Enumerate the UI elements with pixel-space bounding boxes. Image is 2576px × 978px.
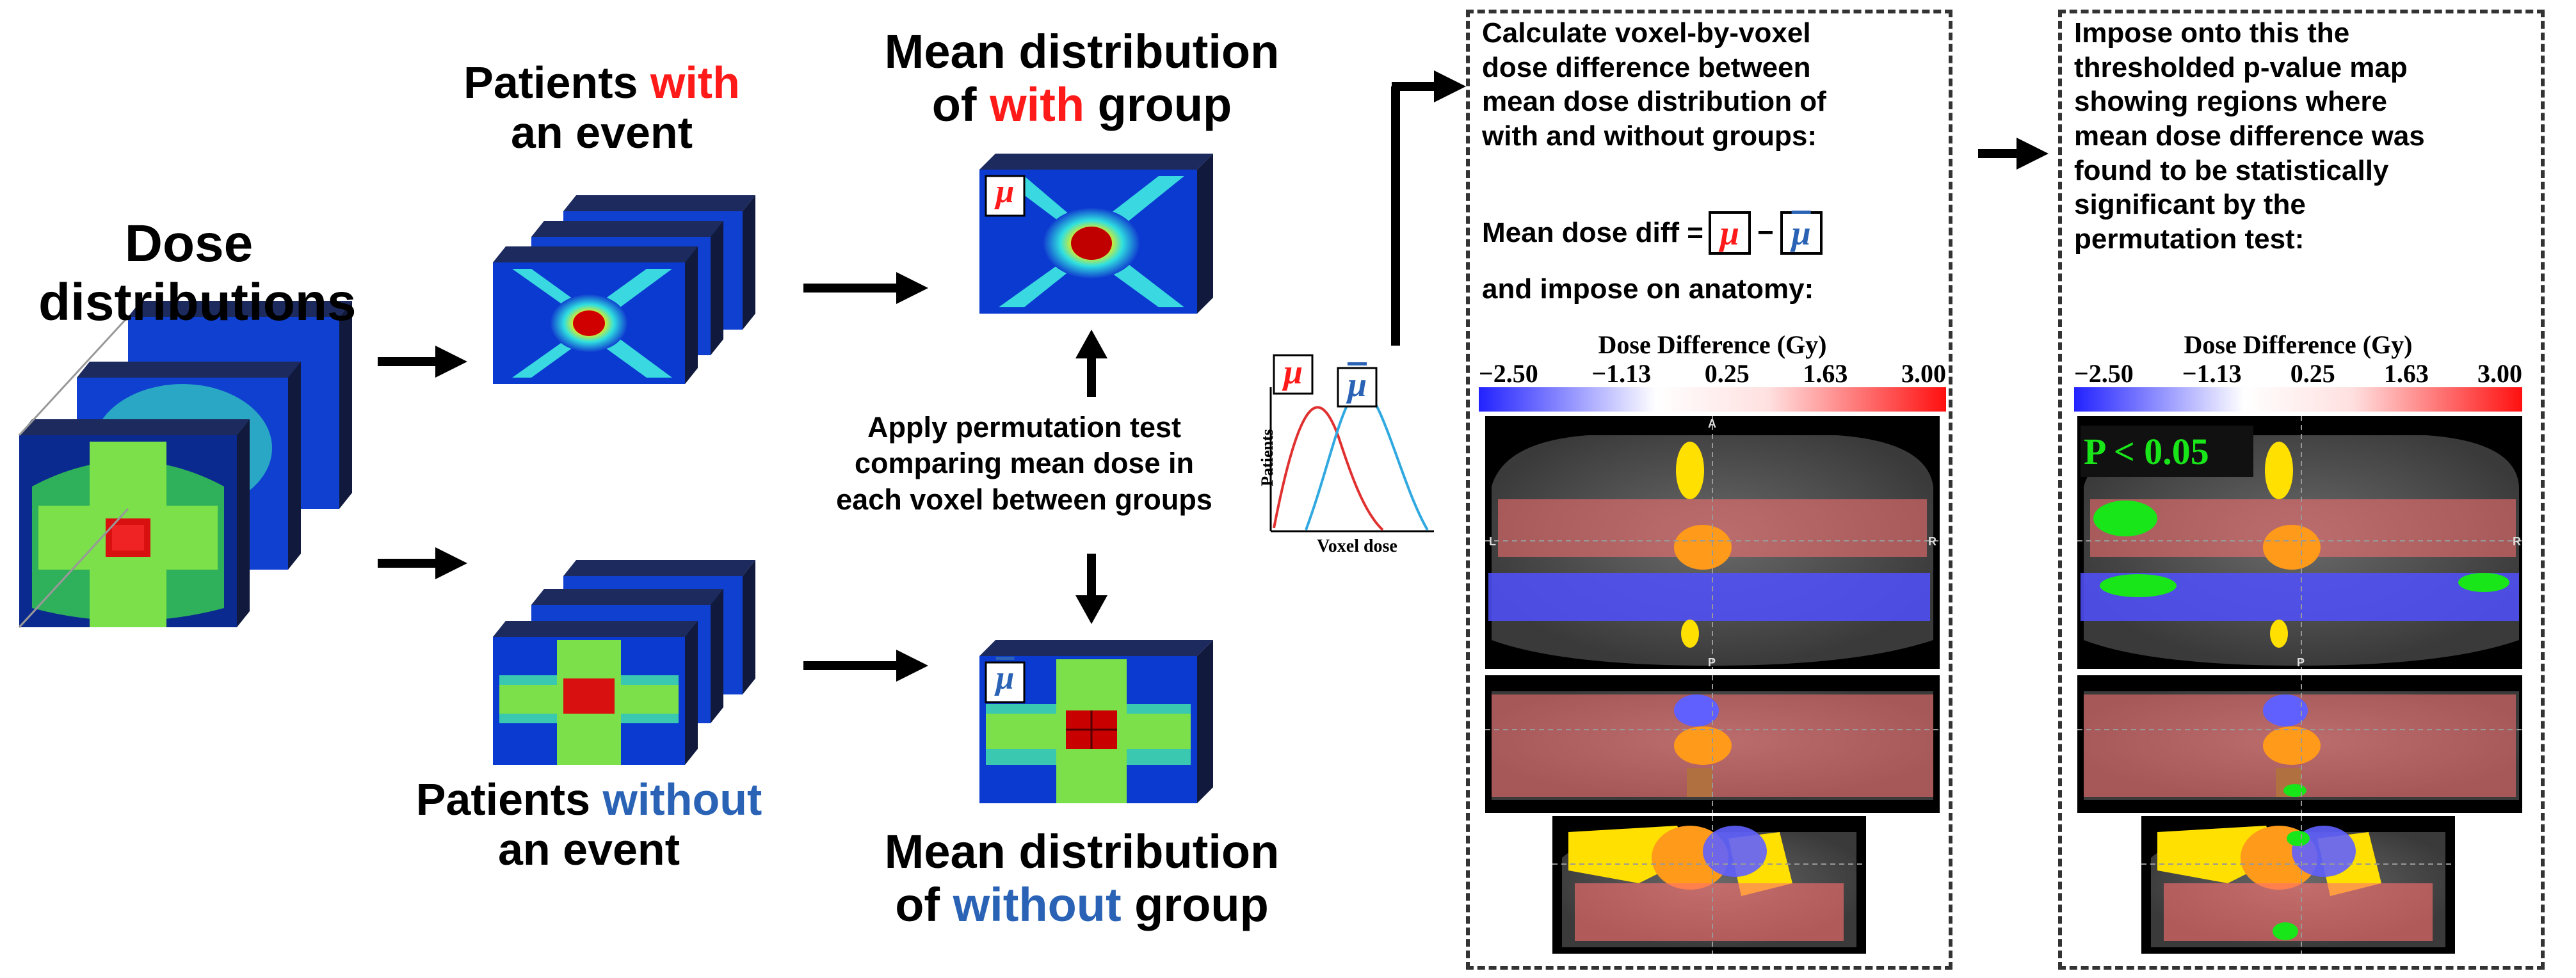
dose-histogram <box>1269 354 1434 533</box>
mean-with-title: Mean distribution of with group <box>884 25 1280 131</box>
box1-anatomy-text: and impose on anatomy: <box>1482 273 1814 305</box>
arrow-perm-up <box>1075 330 1107 397</box>
p-value-label: P < 0.05 <box>2084 431 2209 472</box>
mu-without-symbol: μ <box>995 660 1015 696</box>
box-p-value-map <box>2058 10 2545 970</box>
hist-mu-with: μ <box>1283 353 1303 391</box>
box1-ct-sagittal <box>1552 816 1866 954</box>
arrow-with-to-mean <box>803 272 928 304</box>
box1-colorbar-ticks: −2.50 −1.13 0.25 1.63 3.00 <box>1479 358 1946 389</box>
box2-tick-1: −1.13 <box>2182 359 2242 388</box>
hist-mu-without-badge <box>1337 367 1378 408</box>
box1-tick-4: 3.00 <box>1901 359 1946 388</box>
box1-ct-axial <box>1485 416 1940 669</box>
mean-with-distribution <box>979 154 1213 314</box>
box1-tick-2: 0.25 <box>1704 359 1750 388</box>
ct2-posterior-label: P <box>2297 656 2305 669</box>
hist-mu-without: μ <box>1347 365 1367 404</box>
box2-tick-3: 1.63 <box>2383 359 2429 388</box>
arrow-perm-down <box>1075 554 1107 624</box>
without-patients-stack <box>493 560 755 765</box>
arrow-to-with <box>378 346 467 378</box>
arrow-to-box1 <box>1391 70 1466 346</box>
hist-mu-with-badge <box>1273 354 1314 395</box>
permutation-test-label: Apply permutation test comparing mean do… <box>836 411 1212 516</box>
hist-ylabel: Patients <box>1258 429 1276 486</box>
arrow-without-to-mean <box>803 650 928 682</box>
hist-xlabel: Voxel dose <box>1317 536 1397 556</box>
ct1-left-label: L <box>1489 535 1496 548</box>
formula-mu-with: μ <box>1708 211 1751 255</box>
without-group-label: Patients without an event <box>415 774 762 875</box>
box2-tick-0: −2.50 <box>2074 359 2134 388</box>
mean-without-title: Mean distribution of without group <box>884 825 1280 931</box>
box1-description: Calculate voxel-by-voxel dose difference… <box>1482 17 1826 152</box>
box2-description: Impose onto this the thresholded p-value… <box>2074 17 2425 255</box>
arrow-box1-to-box2 <box>1978 138 2049 170</box>
box1-colorbar-title: Dose Difference (Gy) <box>1598 330 1827 359</box>
mu-without-badge <box>985 661 1026 703</box>
box1-colorbar <box>1479 387 1946 412</box>
box2-colorbar-ticks: −2.50 −1.13 0.25 1.63 3.00 <box>2074 358 2522 389</box>
with-group-label: Patients with an event <box>463 58 740 158</box>
arrow-to-without <box>378 547 467 579</box>
box1-formula: Mean dose diff = μ − μ <box>1482 211 1943 255</box>
box2-colorbar-title: Dose Difference (Gy) <box>2184 330 2413 359</box>
box2-colorbar <box>2074 387 2522 412</box>
dose-distribution-stack <box>18 301 352 629</box>
box2-ct-sagittal <box>2141 816 2455 954</box>
box1-tick-0: −2.50 <box>1479 359 1538 388</box>
box1-ct-coronal <box>1485 675 1940 813</box>
mean-without-distribution <box>979 640 1213 803</box>
mu-with-symbol: μ <box>995 173 1015 210</box>
box2-ct-coronal <box>2077 675 2522 813</box>
ct1-posterior-label: P <box>1708 656 1716 669</box>
box1-tick-1: −1.13 <box>1591 359 1652 388</box>
box1-tick-3: 1.63 <box>1803 359 1848 388</box>
box2-tick-2: 0.25 <box>2290 359 2335 388</box>
ct2-right-label: R <box>2513 535 2521 548</box>
box2-tick-4: 3.00 <box>2477 359 2522 388</box>
box-dose-difference <box>1466 10 1952 970</box>
box2-ct-axial <box>2077 416 2522 669</box>
with-patients-stack <box>493 195 755 384</box>
ct1-right-label: R <box>1928 535 1936 548</box>
mu-with-badge <box>985 175 1026 217</box>
ct1-anterior-label: A <box>1708 417 1716 430</box>
dose-distributions-title: Dose distributions <box>38 214 357 332</box>
formula-mu-without: μ <box>1780 211 1823 255</box>
